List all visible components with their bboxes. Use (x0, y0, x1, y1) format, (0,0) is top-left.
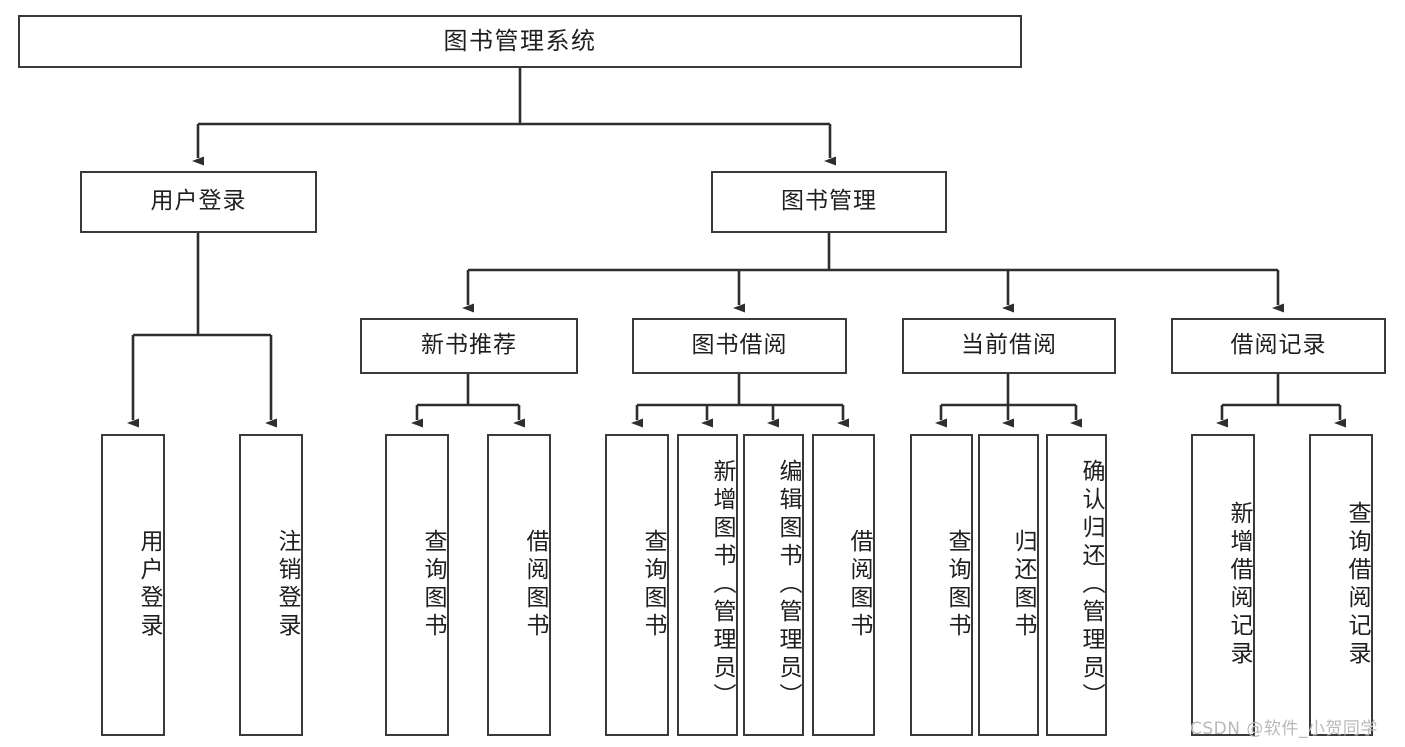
leaf-current-return-book[interactable]: 归还图书 (978, 434, 1039, 736)
leaf-current-confirm-return[interactable]: 确认归还（管理员） (1046, 434, 1107, 736)
leaf-label: 查询图书 (640, 529, 666, 641)
leaf-new-book-borrow[interactable]: 借阅图书 (487, 434, 551, 736)
leaf-label: 查询图书 (944, 529, 970, 641)
leaf-label: 新增图书（管理员） (709, 459, 735, 711)
leaf-user-login-signin[interactable]: 用户登录 (101, 434, 165, 736)
node-book-management[interactable]: 图书管理 (711, 171, 947, 233)
leaf-record-query[interactable]: 查询借阅记录 (1309, 434, 1373, 736)
leaf-record-add[interactable]: 新增借阅记录 (1191, 434, 1255, 736)
leaf-label: 确认归还（管理员） (1078, 459, 1104, 711)
leaf-label: 归还图书 (1010, 529, 1036, 641)
node-user-login[interactable]: 用户登录 (80, 171, 317, 233)
leaf-current-query-book[interactable]: 查询图书 (910, 434, 973, 736)
leaf-label: 注销登录 (274, 529, 300, 641)
node-new-book-recommend[interactable]: 新书推荐 (360, 318, 578, 374)
leaf-borrow-query-book[interactable]: 查询图书 (605, 434, 669, 736)
leaf-label: 查询图书 (420, 529, 446, 641)
leaf-label: 用户登录 (136, 529, 162, 641)
leaf-user-login-signout[interactable]: 注销登录 (239, 434, 303, 736)
leaf-label: 编辑图书（管理员） (775, 459, 801, 711)
leaf-borrow-edit-book[interactable]: 编辑图书（管理员） (743, 434, 804, 736)
node-current-borrow[interactable]: 当前借阅 (902, 318, 1116, 374)
leaf-borrow-lend-book[interactable]: 借阅图书 (812, 434, 875, 736)
leaf-label: 借阅图书 (522, 529, 548, 641)
node-root-system[interactable]: 图书管理系统 (18, 15, 1022, 68)
leaf-borrow-add-book[interactable]: 新增图书（管理员） (677, 434, 738, 736)
leaf-label: 借阅图书 (846, 529, 872, 641)
leaf-label: 新增借阅记录 (1226, 501, 1252, 669)
leaf-label: 查询借阅记录 (1344, 501, 1370, 669)
node-book-borrow[interactable]: 图书借阅 (632, 318, 847, 374)
csdn-watermark: CSDN @软件_小贺同学 (1190, 719, 1378, 739)
leaf-new-book-query[interactable]: 查询图书 (385, 434, 449, 736)
node-borrow-record[interactable]: 借阅记录 (1171, 318, 1386, 374)
